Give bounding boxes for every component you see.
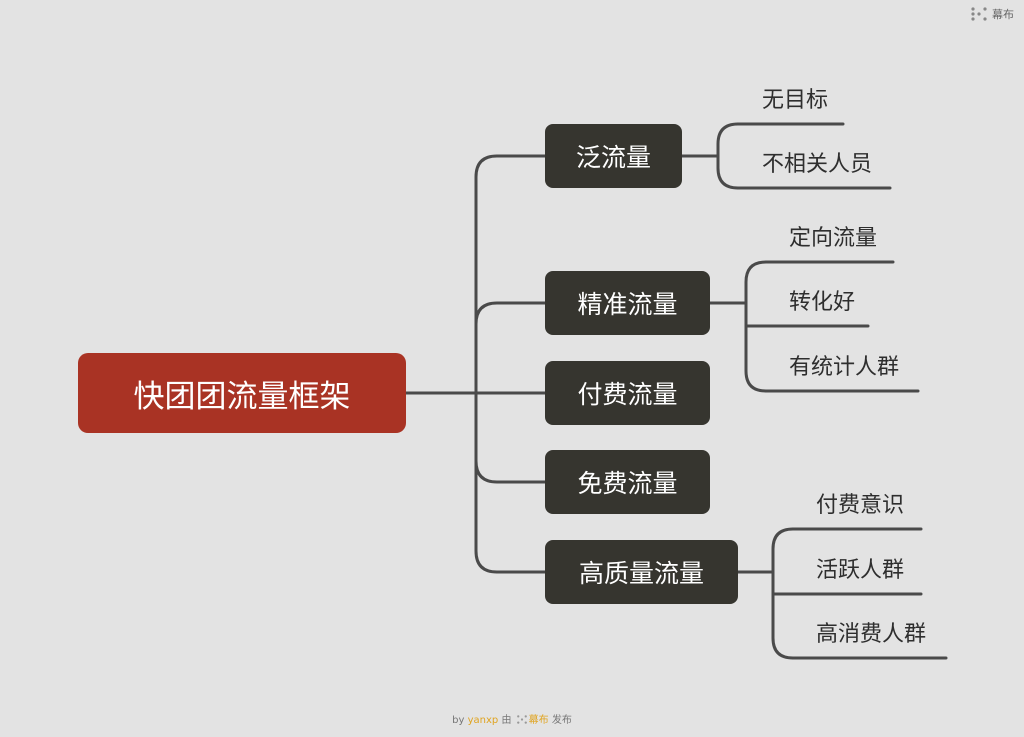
mubu-logo-icon [516, 715, 527, 724]
footer-author-link[interactable]: yanxp [467, 715, 499, 726]
branch-node-jingzhun[interactable]: 精准流量 [545, 271, 710, 335]
leaf-node[interactable]: 付费意识 [816, 493, 905, 518]
link-branch-2 [474, 301, 547, 326]
leaf-node[interactable]: 转化好 [789, 290, 856, 315]
mubu-logo-icon [971, 7, 987, 21]
branch-node-mianfei[interactable]: 免费流量 [545, 450, 710, 514]
root-node[interactable]: 快团团流量框架 [78, 353, 406, 433]
footer-credit: by yanxp 由 幕布 发布 [0, 711, 1024, 726]
leaf-node[interactable]: 不相关人员 [762, 152, 873, 177]
footer-via: 由 [501, 715, 512, 726]
footer-by: by [452, 715, 465, 726]
leaf-node[interactable]: 活跃人群 [816, 558, 905, 583]
leaf-node[interactable]: 有统计人群 [789, 355, 900, 380]
link-fan-bracket [680, 122, 740, 190]
brand-badge[interactable]: 幕布 [971, 6, 1014, 22]
footer-published: 发布 [551, 715, 572, 726]
leaf-node[interactable]: 高消费人群 [816, 622, 927, 647]
branch-node-fan[interactable]: 泛流量 [545, 124, 682, 188]
branch-node-gaozhiliang[interactable]: 高质量流量 [545, 540, 738, 604]
brand-name: 幕布 [992, 8, 1014, 21]
branch-node-fufei[interactable]: 付费流量 [545, 361, 710, 425]
link-trunk [474, 154, 499, 574]
link-branch-4 [474, 459, 547, 484]
footer-brand-link[interactable]: 幕布 [528, 715, 549, 726]
leaf-node[interactable]: 无目标 [762, 88, 829, 113]
leaf-node[interactable]: 定向流量 [789, 226, 878, 251]
